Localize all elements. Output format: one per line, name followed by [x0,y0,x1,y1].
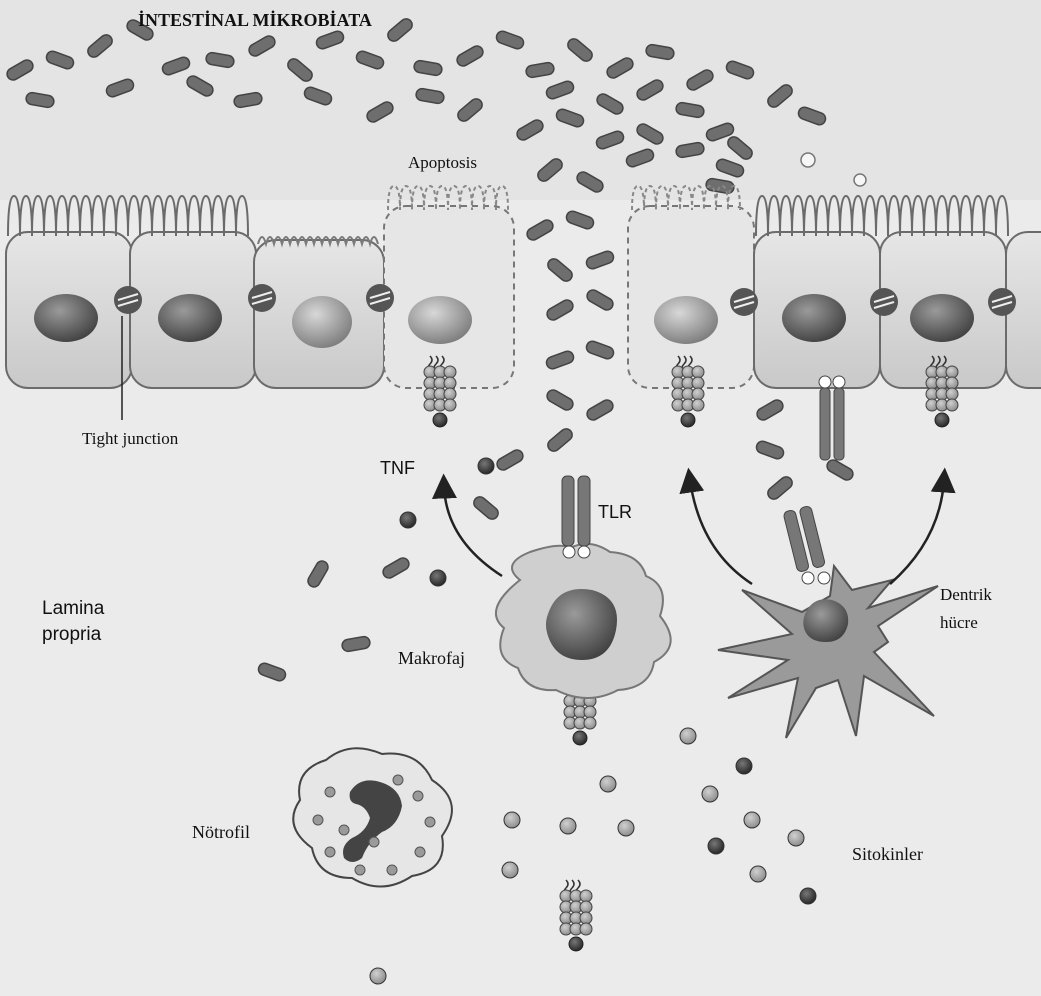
cytokine-icon [478,458,494,474]
cytokine-icon [680,728,696,744]
cytokine-icon [370,968,386,984]
cytokine-icon [702,786,718,802]
microbiota-title: İNTESTİNAL MİKROBİATA [138,10,372,30]
cytokine-icon [618,820,634,836]
cytokine-icon [800,888,816,904]
cytokine-icon [750,866,766,882]
cytokine-icon [744,812,760,828]
cytokine-icon [736,758,752,774]
cytokine-icon [600,776,616,792]
dendritic-label-line2: hücre [940,613,978,632]
cytokine-icon [430,570,446,586]
nucleus-icon [158,294,222,342]
cytokine-icon [708,838,724,854]
tight-junction-label: Tight junction [82,429,179,448]
dendritic-label-line1: Dentrik [940,585,992,604]
tight-junction-icon [114,286,142,314]
apoptosis-label: Apoptosis [408,153,477,172]
tlr-label: TLR [598,502,632,522]
bacterium-icon [854,174,866,186]
tight-junction-icon [248,284,276,312]
nucleus-icon [34,294,98,342]
cytokine-icon [400,512,416,528]
nucleus-icon [910,294,974,342]
tnf-label: TNF [380,458,415,478]
nucleus-icon [782,294,846,342]
neutrophil-label: Nötrofil [192,822,250,842]
cytokine-icon [788,830,804,846]
lamina-label-line2: propria [42,624,102,645]
cytokine-icon [560,818,576,834]
nucleus-icon [292,296,352,348]
bacterium-icon [801,153,815,167]
nucleus-icon [408,296,472,344]
tight-junction-icon [366,284,394,312]
cytokine-icon [504,812,520,828]
lamina-label-line1: Lamina [42,598,105,619]
macrophage-label: Makrofaj [398,648,465,668]
lumen-region [0,0,1041,200]
tight-junction-icon [870,288,898,316]
cytokine-icon [502,862,518,878]
nucleus-icon [654,296,718,344]
tight-junction-icon [730,288,758,316]
cytokines-label: Sitokinler [852,844,923,864]
tight-junction-icon [988,288,1016,316]
